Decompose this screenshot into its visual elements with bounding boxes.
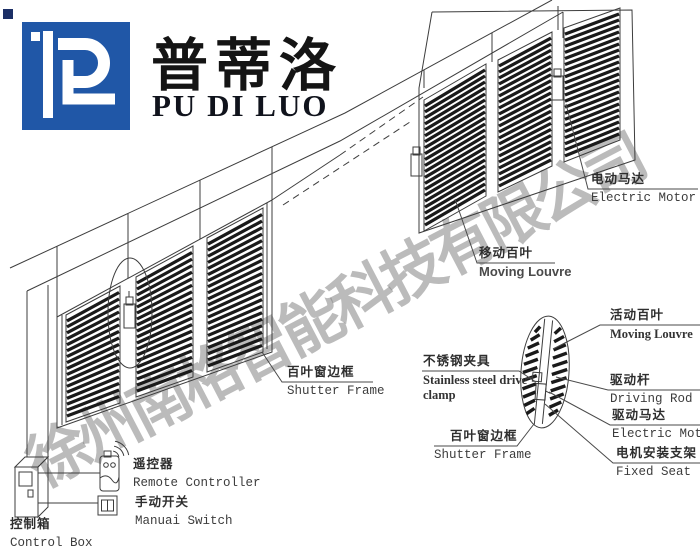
louvre-panel [135, 245, 194, 398]
motor-right-bank-2 [551, 68, 564, 101]
callout-moving-louvre-detail: 活动百叶 Moving Louvre [610, 308, 693, 341]
label-control-box: 控制箱 Control Box [10, 517, 93, 550]
callout-electric-motor: 电动马达 Electric Motor [591, 172, 697, 205]
callout-shutter-frame-detail: 百叶窗边框 Shutter Frame [434, 429, 532, 462]
logo-icon [3, 9, 130, 130]
drive-motors [123, 68, 564, 329]
detail-balloon [107, 257, 153, 369]
wireless-waves-icon [113, 440, 130, 457]
motor-right-bank-1 [410, 146, 423, 177]
louvre-panel [497, 31, 553, 193]
callout-stainless-clamp: 不锈钢夹具 Stainless steel drive clamp [423, 354, 528, 402]
manual-switch-drawing [97, 495, 118, 516]
wall-lines [9, 0, 564, 480]
callout-driving-rod: 驱动杆 Driving Rod [610, 373, 693, 406]
callout-electric-motor-detail: 驱动马达 Electric Motor [612, 408, 700, 441]
control-hardware [13, 440, 130, 519]
louvre-right-bank [418, 9, 636, 234]
louvre-panel [65, 285, 121, 423]
callout-shutter-frame: 百叶窗边框 Shutter Frame [287, 365, 385, 398]
label-manual-switch: 手动开关 Manuai Switch [135, 495, 233, 528]
detail-view [520, 315, 570, 429]
remote-controller-drawing [99, 440, 130, 492]
control-box-drawing [13, 455, 50, 519]
louvre-panel [563, 7, 621, 163]
motor-left-bank [123, 291, 136, 329]
label-remote-controller: 遥控器 Remote Controller [133, 457, 261, 490]
louvre-panel [423, 63, 487, 232]
louvre-panels [65, 7, 621, 423]
louvre-panel [206, 207, 264, 373]
callout-moving-louvre: 移动百叶 Moving Louvre [479, 246, 572, 279]
brand-name-cn: 普蒂洛 [151, 34, 343, 98]
callout-leaders [261, 103, 700, 464]
callout-fixed-seat: 电机安装支架 Fixed Seat [616, 446, 698, 479]
brand-name-en: PU DI LUO [152, 88, 329, 123]
louvre-left-bank [56, 199, 273, 429]
